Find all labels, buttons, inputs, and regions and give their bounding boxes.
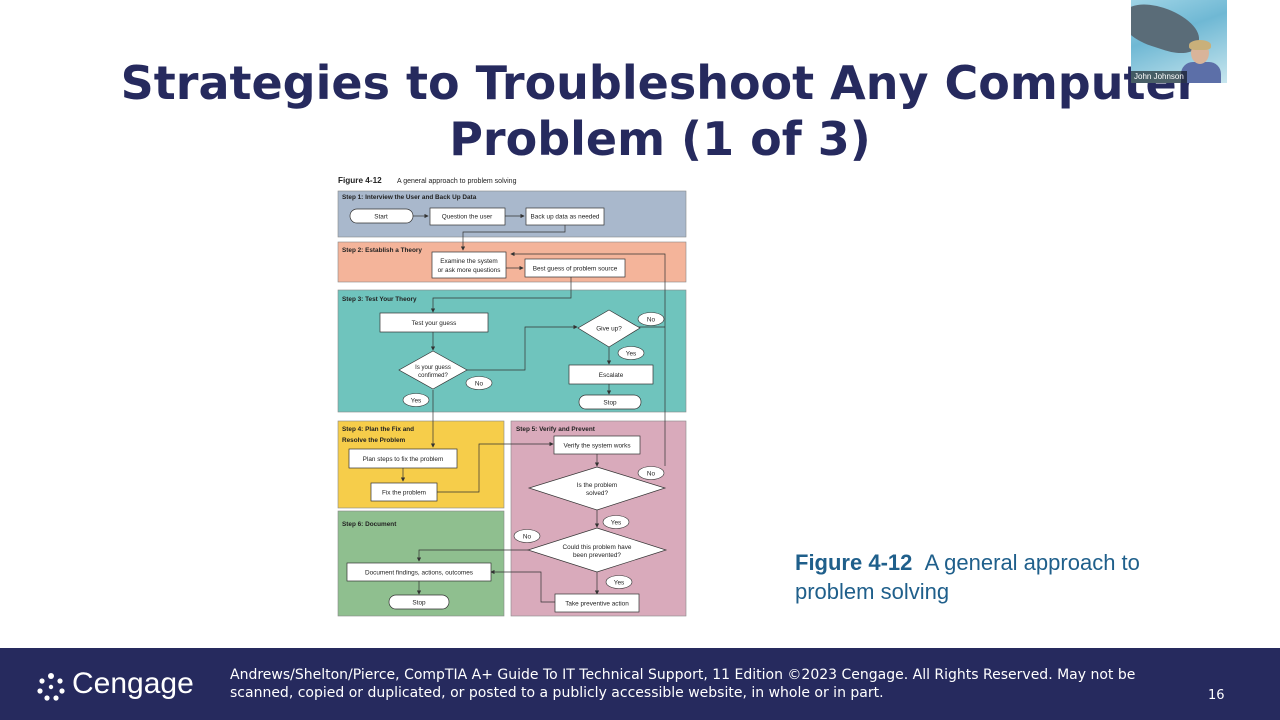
plan-steps-label: Plan steps to fix the problem	[363, 456, 444, 463]
participant-video[interactable]: John Johnson	[1131, 0, 1227, 83]
step5-panel	[510, 420, 687, 617]
fix-node	[370, 482, 438, 502]
stop-escalate-label: Stop	[603, 400, 617, 407]
escalate-node	[568, 364, 654, 385]
question-user-label: Question the user	[442, 214, 493, 221]
no-label-confirmed: No	[475, 381, 484, 388]
slide-footer: Cengage Andrews/Shelton/Pierce, CompTIA …	[0, 648, 1280, 720]
page-number: 16	[1208, 688, 1225, 703]
plan-steps-node	[348, 448, 458, 469]
solved-label-line1: Is the problem	[577, 482, 618, 489]
fix-label: Fix the problem	[382, 490, 426, 497]
caption-text: A general approach to problem solving	[795, 550, 1140, 604]
step5-heading: Step 5: Verify and Prevent	[516, 426, 596, 433]
preventive-node	[554, 593, 640, 613]
participant-name: John Johnson	[1131, 71, 1187, 83]
caption-label: Figure 4-12	[795, 550, 913, 575]
best-guess-node	[524, 258, 626, 278]
stop-document-label: Stop	[412, 600, 426, 607]
examine-node	[431, 251, 507, 279]
give-up-label: Give up?	[596, 326, 622, 333]
question-user-node	[429, 207, 506, 226]
yes-badge-prevented	[605, 575, 633, 589]
prevented-label-line1: Could this problem have	[563, 544, 632, 551]
test-guess-label: Test your guess	[412, 320, 457, 327]
document-label: Document findings, actions, outcomes	[365, 570, 473, 577]
prevented-decision	[526, 527, 668, 573]
test-guess-node	[379, 312, 489, 333]
figure-label: Figure 4-12	[338, 176, 382, 185]
flowchart-figure: Figure 4-12 A general approach to proble…	[333, 170, 693, 622]
cengage-mark-icon	[37, 673, 65, 701]
backup-node	[525, 207, 605, 226]
confirmed-decision	[398, 350, 468, 390]
step6-heading: Step 6: Document	[342, 521, 397, 528]
start-label: Start	[374, 214, 388, 221]
verify-label: Verify the system works	[563, 443, 630, 450]
escalate-label: Escalate	[599, 372, 624, 379]
participant-avatar	[1179, 40, 1223, 83]
give-up-decision	[577, 309, 641, 348]
cengage-wordmark: Cengage	[72, 667, 194, 700]
yes-label-prevented: Yes	[614, 580, 624, 587]
solved-decision	[527, 466, 667, 511]
stop-document-node	[388, 594, 450, 610]
step4-heading-line2: Resolve the Problem	[342, 437, 406, 444]
verify-node	[553, 435, 641, 455]
no-label-giveup: No	[647, 317, 656, 324]
yes-badge-giveup	[617, 346, 645, 360]
document-node	[346, 562, 492, 582]
stop-escalate-node	[578, 394, 642, 410]
no-badge-prevented	[513, 529, 541, 543]
step2-panel	[337, 241, 687, 283]
yes-label-solved: Yes	[611, 520, 621, 527]
slide-title-line2: Problem (1 of 3)	[449, 112, 871, 166]
confirmed-label-line1: Is your guess	[415, 365, 451, 371]
start-node	[349, 208, 414, 224]
preventive-label: Take preventive action	[565, 601, 629, 608]
no-label-solved: No	[647, 471, 656, 478]
examine-label-line1: Examine the system	[440, 258, 498, 265]
no-label-prevented: No	[523, 534, 532, 541]
yes-badge-confirmed	[402, 393, 430, 407]
no-badge-confirmed	[465, 376, 493, 390]
figure-title: A general approach to problem solving	[397, 178, 517, 185]
copyright-notice: Andrews/Shelton/Pierce, CompTIA A+ Guide…	[230, 667, 1136, 701]
yes-label-giveup: Yes	[626, 351, 636, 358]
backup-label: Back up data as needed	[531, 214, 600, 221]
step1-heading: Step 1: Interview the User and Back Up D…	[342, 194, 477, 201]
confirmed-label-line2: confirmed?	[418, 373, 448, 379]
yes-badge-solved	[602, 515, 630, 529]
examine-label-line2: or ask more questions	[438, 267, 501, 274]
step3-heading: Step 3: Test Your Theory	[342, 296, 417, 303]
no-badge-giveup	[637, 312, 665, 326]
step4-heading-line1: Step 4: Plan the Fix and	[342, 426, 414, 433]
prevented-label-line2: been prevented?	[573, 552, 621, 559]
step2-heading: Step 2: Establish a Theory	[342, 247, 422, 254]
cengage-logo: Cengage	[36, 667, 206, 702]
solved-label-line2: solved?	[586, 490, 608, 497]
figure-caption: Figure 4-12 A general approach to proble…	[795, 548, 1215, 606]
yes-label-confirmed: Yes	[411, 398, 421, 405]
best-guess-label: Best guess of problem source	[533, 266, 618, 273]
no-badge-solved	[637, 466, 665, 480]
slide-title-line1: Strategies to Troubleshoot Any Computer	[120, 56, 1200, 110]
